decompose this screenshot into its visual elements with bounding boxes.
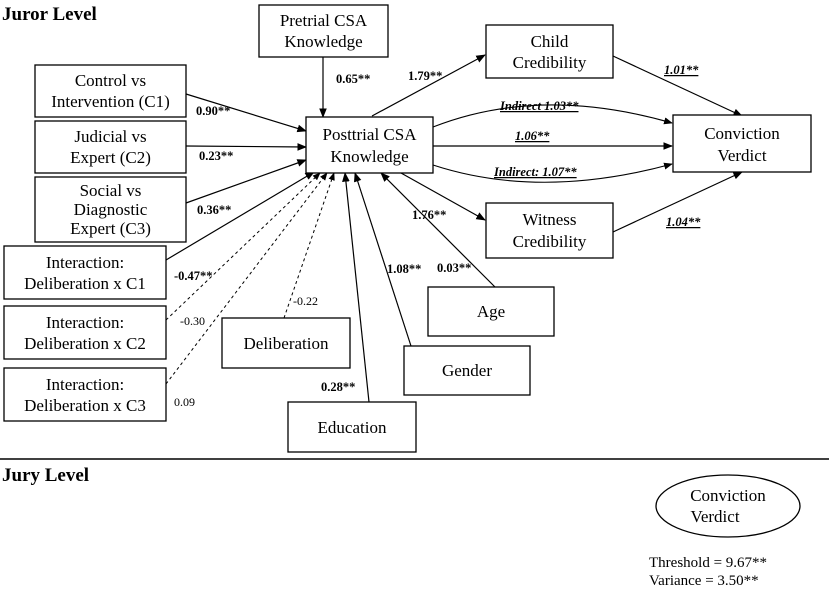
coef-education: 0.28**	[321, 380, 355, 394]
arrow-judicial-posttrial	[185, 143, 307, 151]
box-education: Education	[287, 401, 417, 453]
box-interaction-c2: Interaction: Deliberation x C2	[3, 305, 167, 360]
svg-text:Judicial vs: Judicial vs	[74, 127, 146, 146]
arrow-posttrial-child	[371, 54, 486, 117]
path-coefficients: 0.65** 0.90** 0.23** 0.36** -0.47** -0.3…	[174, 63, 701, 409]
arrow-indirect-witness	[432, 162, 673, 183]
box-posttrial-knowledge: Posttrial CSA Knowledge	[305, 116, 434, 174]
box-witness-credibility: Witness Credibility	[485, 202, 614, 259]
box-interaction-c3: Interaction: Deliberation x C3	[3, 367, 167, 422]
svg-text:Conviction: Conviction	[690, 486, 766, 505]
juror-level-heading: Juror Level	[2, 4, 97, 25]
svg-text:Credibility: Credibility	[513, 232, 587, 251]
arrow-child-verdict	[612, 55, 743, 117]
arrow-gender-posttrial	[354, 172, 412, 347]
svg-text:Child: Child	[531, 32, 569, 51]
box-control-vs-intervention: Control vs Intervention (C1)	[34, 64, 187, 118]
coef-control: 0.90**	[196, 104, 230, 118]
jury-variance: Variance = 3.50**	[649, 573, 759, 589]
coef-witness-verdict: 1.04**	[666, 215, 701, 229]
svg-text:Expert (C3): Expert (C3)	[70, 219, 151, 238]
coef-to-child: 1.79**	[408, 69, 442, 83]
svg-text:Control vs: Control vs	[75, 71, 146, 90]
arrow-int3-posttrial	[165, 172, 328, 385]
svg-text:Posttrial CSA: Posttrial CSA	[323, 125, 418, 144]
coef-indirect-witness: Indirect: 1.07**	[493, 165, 577, 179]
svg-text:Witness: Witness	[522, 210, 576, 229]
svg-text:Intervention (C1): Intervention (C1)	[51, 92, 170, 111]
coef-int2: -0.30	[180, 314, 205, 328]
coef-int1: -0.47**	[174, 269, 213, 283]
arrow-int1-posttrial	[165, 171, 315, 261]
arrow-education-posttrial	[342, 172, 370, 403]
coef-int3: 0.09	[174, 395, 195, 409]
svg-text:Gender: Gender	[442, 361, 492, 380]
jury-level-heading: Jury Level	[2, 465, 89, 486]
arrow-deliberation-posttrial	[283, 172, 335, 319]
box-deliberation: Deliberation	[221, 317, 351, 369]
path-arrows	[165, 54, 743, 403]
svg-text:Knowledge: Knowledge	[330, 147, 408, 166]
arrow-age-posttrial	[380, 172, 496, 288]
box-judicial-vs-expert: Judicial vs Expert (C2)	[34, 120, 187, 174]
box-conviction-verdict: Conviction Verdict	[672, 114, 812, 173]
coef-deliberation: -0.22	[293, 294, 318, 308]
svg-text:Deliberation: Deliberation	[244, 334, 329, 353]
svg-text:Interaction:: Interaction:	[46, 253, 124, 272]
svg-text:Expert (C2): Expert (C2)	[70, 148, 151, 167]
jury-threshold: Threshold = 9.67**	[649, 555, 767, 571]
svg-text:Interaction:: Interaction:	[46, 313, 124, 332]
coef-to-witness: 1.76**	[412, 208, 446, 222]
coef-social: 0.36**	[197, 203, 231, 217]
coef-child-verdict: 1.01**	[664, 63, 699, 77]
svg-text:Deliberation x C2: Deliberation x C2	[24, 334, 146, 353]
coef-direct-verdict: 1.06**	[515, 129, 550, 143]
arrow-social-posttrial	[185, 159, 307, 204]
svg-text:Deliberation x C3: Deliberation x C3	[24, 396, 146, 415]
arrow-control-posttrial	[185, 93, 307, 133]
svg-text:Credibility: Credibility	[513, 53, 587, 72]
svg-text:Social vs: Social vs	[80, 181, 142, 200]
coef-indirect-child: Indirect 1.03**	[499, 99, 579, 113]
coef-judicial: 0.23**	[199, 149, 233, 163]
box-social-vs-diagnostic: Social vs Diagnostic Expert (C3)	[34, 176, 187, 243]
svg-text:Pretrial CSA: Pretrial CSA	[280, 11, 368, 30]
svg-text:Diagnostic: Diagnostic	[74, 200, 148, 219]
svg-text:Knowledge: Knowledge	[284, 32, 362, 51]
coef-age: 0.03**	[437, 261, 471, 275]
box-interaction-c1: Interaction: Deliberation x C1	[3, 245, 167, 300]
svg-text:Verdict: Verdict	[717, 146, 766, 165]
box-child-credibility: Child Credibility	[485, 24, 614, 79]
arrow-posttrial-witness	[400, 172, 486, 221]
svg-text:Deliberation x C1: Deliberation x C1	[24, 274, 146, 293]
box-gender: Gender	[403, 345, 531, 396]
svg-text:Conviction: Conviction	[704, 124, 780, 143]
box-age: Age	[427, 286, 555, 337]
svg-text:Education: Education	[318, 418, 387, 437]
coef-pretrial: 0.65**	[336, 72, 370, 86]
arrow-indirect-child	[432, 104, 673, 128]
coef-gender: 1.08**	[387, 262, 421, 276]
svg-text:Interaction:: Interaction:	[46, 375, 124, 394]
svg-text:Verdict: Verdict	[690, 507, 739, 526]
svg-text:Age: Age	[477, 302, 505, 321]
box-pretrial-knowledge: Pretrial CSA Knowledge	[258, 4, 389, 58]
jury-conviction-verdict-ellipse: Conviction Verdict	[655, 474, 801, 538]
arrow-witness-verdict	[612, 171, 743, 233]
